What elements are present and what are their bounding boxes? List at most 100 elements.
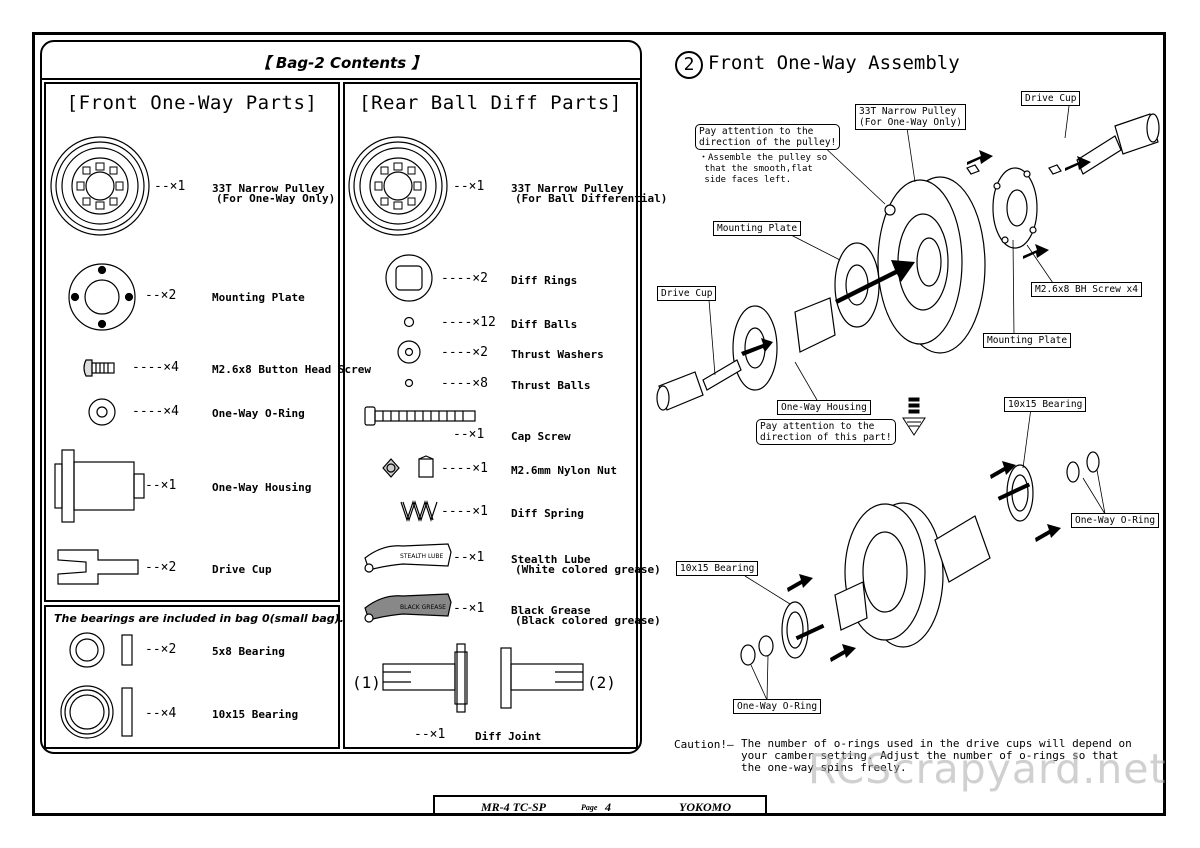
- rear-qty-3: ----×12: [441, 315, 496, 330]
- lower-pulley-icon: [834, 502, 991, 648]
- callout-bearing-2: 10x15 Bearing: [676, 561, 759, 576]
- rear-parts-drawings: [348, 136, 584, 713]
- bearing-name-1: 5x8 Bearing: [212, 645, 285, 658]
- caution-label: Caution!—: [674, 738, 734, 751]
- leader-lines: [708, 105, 1106, 701]
- assembly-title: Front One-Way Assembly: [708, 52, 960, 74]
- front-name-3: M2.6x8 Button Head Screw: [212, 363, 371, 376]
- rear-name-9: Stealth Lube: [511, 553, 591, 566]
- rear-qty-7: ----×1: [441, 461, 488, 476]
- front-parts-drawings: [50, 136, 150, 585]
- assembly-arrows-icon: [741, 150, 1091, 356]
- mounting-plate-top-icon: [966, 164, 1062, 249]
- assembly-housing-icon: [732, 297, 836, 391]
- diff-spring-icon: [400, 500, 438, 522]
- rear-name-4: Thrust Washers: [511, 348, 604, 361]
- rear-name-7: M2.6mm Nylon Nut: [511, 464, 617, 477]
- rear-parts-box: [343, 82, 638, 749]
- lower-arrows-icon: [787, 461, 1061, 662]
- rear-name-5: Thrust Balls: [511, 379, 591, 392]
- rear-qty-9: --×1: [453, 550, 485, 565]
- rear-name-2: Diff Rings: [511, 274, 578, 287]
- page-footer: MR-4 TC-SP Page 4 YOKOMO: [433, 795, 767, 816]
- rear-sub-10: (Black colored grease): [515, 614, 661, 627]
- thrust-washer-icon: [397, 340, 421, 364]
- bearing-10x15-icon: [60, 685, 133, 739]
- rear-qty-10: --×1: [453, 601, 485, 616]
- callout-mounting-plate-2: Mounting Plate: [983, 333, 1072, 348]
- step-number: 2: [675, 51, 703, 79]
- caution-text: The number of o-rings used in the drive …: [741, 737, 1132, 774]
- bag-contents-panel: [40, 40, 642, 754]
- joint-label-2: (2): [587, 673, 616, 692]
- bearing-drawings: [60, 632, 133, 739]
- drive-cup-icon: [57, 549, 139, 585]
- page-frame: [32, 32, 1166, 816]
- callout-oring-2: One-Way O-Ring: [733, 699, 822, 714]
- front-qty-2: --×2: [145, 288, 177, 303]
- rear-qty-2: ----×2: [441, 271, 488, 286]
- callout-drive-cup-left: Drive Cup: [657, 286, 717, 301]
- callout-screw: M2.6x8 BH Screw x4: [1031, 282, 1142, 297]
- front-name-5: One-Way Housing: [212, 481, 312, 494]
- stealth-lube-icon: [364, 543, 452, 573]
- rear-qty-1: --×1: [453, 179, 485, 194]
- front-qty-6: --×2: [145, 560, 177, 575]
- thrust-ball-icon: [404, 378, 414, 388]
- stealth-lube-label: STEALTH LUBE: [400, 553, 444, 560]
- housing-icon: [54, 449, 145, 523]
- front-qty-4: ----×4: [132, 404, 179, 419]
- rear-qty-11: --×1: [414, 727, 446, 742]
- callout-housing: One-Way Housing: [777, 400, 871, 415]
- rear-sub-1: (For Ball Differential): [515, 192, 668, 205]
- cap-screw-icon: [364, 406, 476, 426]
- front-qty-1: --×1: [154, 179, 186, 194]
- nylon-nut-icon: [382, 455, 434, 478]
- drive-cup-left-icon: [656, 359, 742, 411]
- bearings-note: The bearings are included in bag 0(small…: [54, 612, 344, 625]
- drive-cup-top-icon: [1076, 113, 1160, 175]
- callout-mounting-plate-1: Mounting Plate: [713, 221, 802, 236]
- front-qty-3: ----×4: [132, 360, 179, 375]
- footer-page-label: Page: [581, 803, 598, 812]
- black-grease-label: BLACK GREASE: [400, 604, 446, 611]
- rear-name-10: Black Grease: [511, 604, 591, 617]
- front-qty-5: --×1: [145, 478, 177, 493]
- front-name-2: Mounting Plate: [212, 291, 305, 304]
- watermark: RCScrapyard.net: [808, 745, 1167, 793]
- lower-bearing-left-icon: [740, 601, 809, 666]
- mounting-plate-icon: [68, 263, 136, 331]
- footer-model: MR-4 TC-SP: [481, 800, 547, 814]
- bearing-qty-1: --×2: [145, 642, 177, 657]
- rear-qty-4: ----×2: [441, 345, 488, 360]
- bearings-box: [44, 605, 340, 749]
- assembly-drawing: [656, 105, 1160, 701]
- rear-qty-8: ----×1: [441, 504, 488, 519]
- callout-oring-1: One-Way O-Ring: [1071, 513, 1160, 528]
- front-sub-1: (For One-Way Only): [216, 192, 336, 205]
- bag-title: 【 Bag-2 Contents 】: [255, 54, 427, 72]
- rear-name-11: Diff Joint: [475, 730, 542, 743]
- callout-bearing-1: 10x15 Bearing: [1004, 397, 1087, 412]
- rear-parts-title: [Rear Ball Diff Parts]: [359, 92, 622, 114]
- rear-pulley-icon: [348, 136, 448, 236]
- callout-attention-part: Pay attention to the direction of this p…: [756, 419, 896, 445]
- oring-icon: [88, 398, 116, 426]
- callout-drive-cup-top: Drive Cup: [1021, 91, 1081, 106]
- front-name-6: Drive Cup: [212, 563, 272, 576]
- rear-qty-6: --×1: [453, 427, 485, 442]
- callout-pulley: 33T Narrow Pulley (For One-Way Only): [855, 104, 966, 130]
- rear-qty-5: ----×8: [441, 376, 488, 391]
- rear-name-8: Diff Spring: [511, 507, 584, 520]
- joint-label-1: (1): [352, 673, 381, 692]
- bearing-name-2: 10x15 Bearing: [212, 708, 299, 721]
- step-number-text: 2: [683, 54, 695, 75]
- assembly-pulley-icon: [877, 176, 986, 354]
- diff-ball-icon: [403, 316, 415, 328]
- pulley-icon: [50, 136, 150, 236]
- diff-joint-icon: [382, 643, 584, 713]
- assemble-note: ・Assemble the pulley so that the smooth,…: [699, 153, 828, 185]
- bearing-5x8-icon: [69, 632, 133, 668]
- rear-name-6: Cap Screw: [511, 430, 571, 443]
- rear-name-3: Diff Balls: [511, 318, 578, 331]
